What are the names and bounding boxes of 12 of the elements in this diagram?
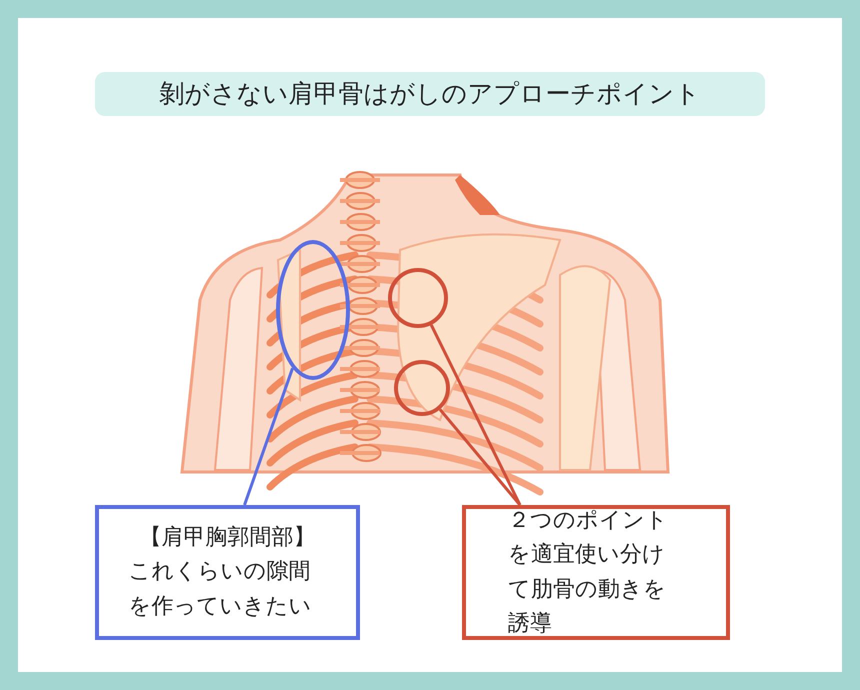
highlight-circle — [276, 240, 350, 380]
title-banner: 剝がさない肩甲骨はがしのアプローチポイント — [95, 72, 765, 116]
highlight-circle — [388, 268, 448, 328]
callout-text: ２つのポイントを適宜使い分けて肋骨の動きを誘導 — [508, 507, 669, 638]
callout-heading: 【肩甲胸郭間部】 — [140, 524, 316, 552]
leader-line — [438, 408, 522, 506]
leader-line — [430, 324, 522, 506]
callout-box — [95, 505, 360, 640]
leader-line — [243, 368, 294, 506]
callout-box — [462, 505, 730, 640]
callout-text: これくらいの隙間を作っていきたい — [128, 558, 312, 621]
highlight-circle — [394, 360, 450, 416]
